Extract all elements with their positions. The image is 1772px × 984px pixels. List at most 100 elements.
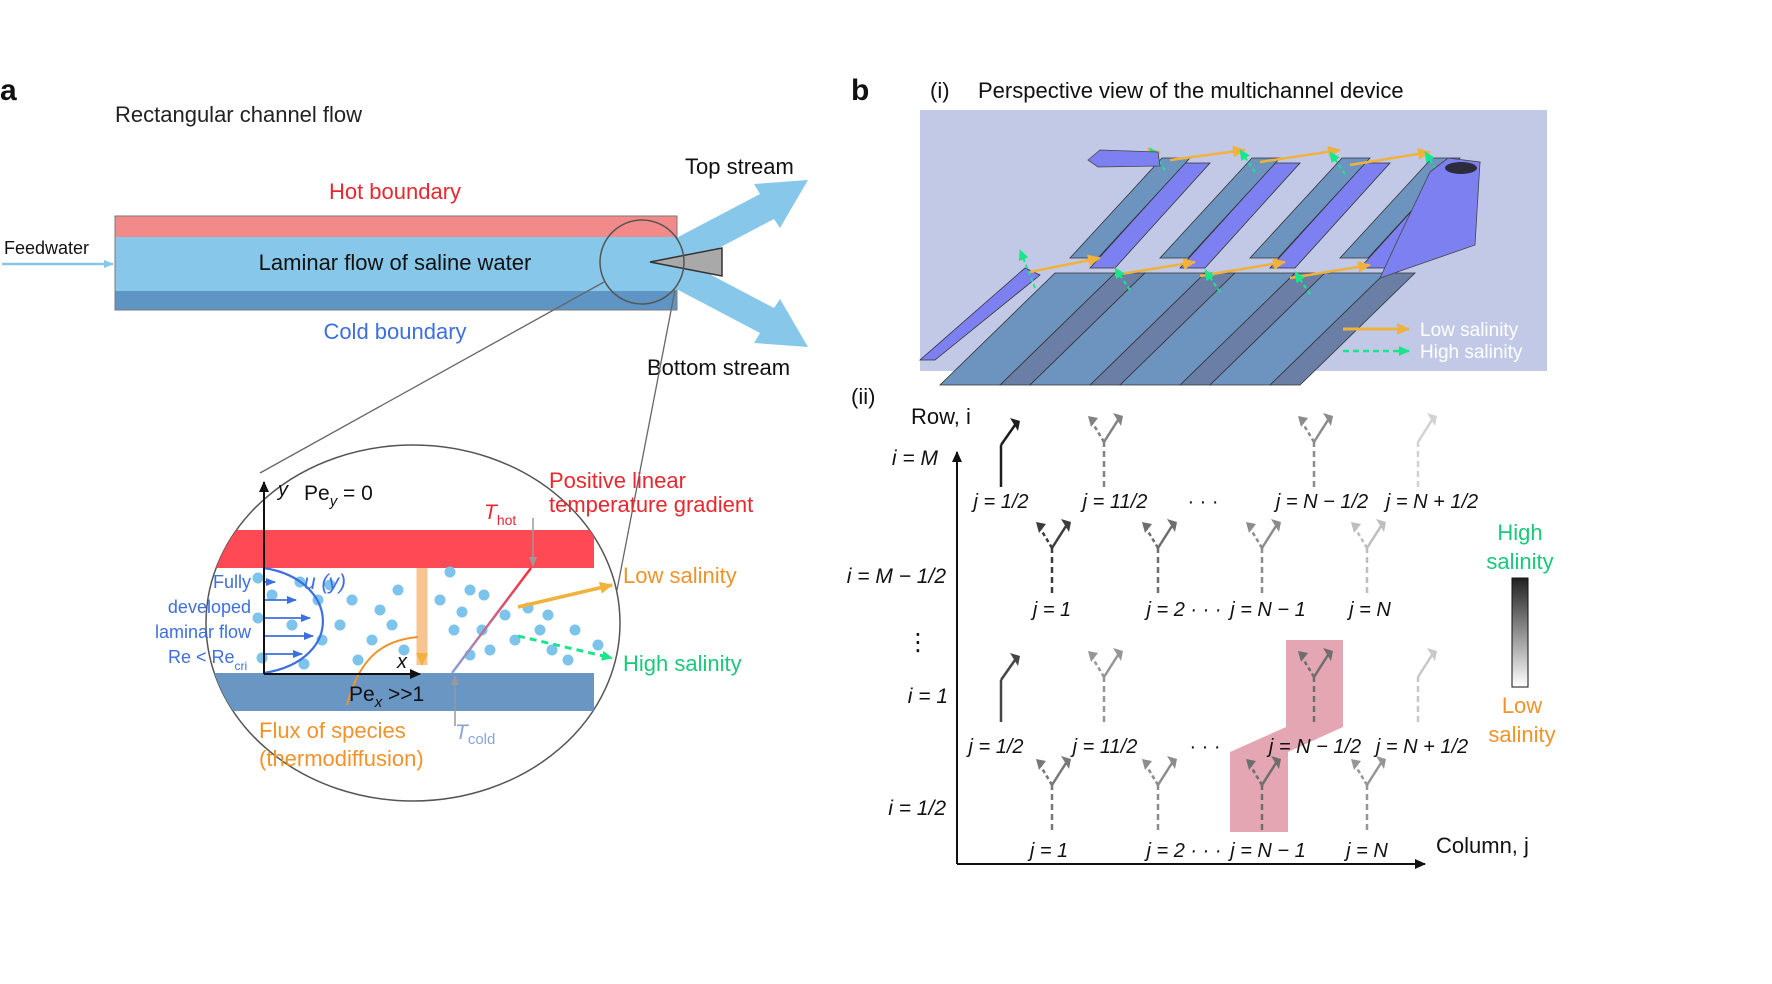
svg-text:· · ·: · · · xyxy=(1189,736,1220,758)
device-high-salinity-arrow xyxy=(1114,267,1131,291)
device-flow-arrow xyxy=(1349,148,1431,167)
flow-cell xyxy=(1351,519,1386,593)
svg-text:j = N: j = N xyxy=(1343,840,1388,862)
svg-text:j = 1/2: j = 1/2 xyxy=(965,736,1023,758)
cold-boundary-label: Cold boundary xyxy=(323,319,466,344)
flow-cell xyxy=(1246,519,1281,593)
zoom-hot-plate xyxy=(212,530,594,568)
zoom-region-circle xyxy=(599,219,685,305)
legend-high-label: High salinity xyxy=(1420,342,1523,363)
col-labels-row1: j = 1/2 j = 11/2 · · · j = N − 1/2 j = N… xyxy=(965,736,1468,758)
flow-cell xyxy=(1351,756,1386,830)
laminar-note-line1: Fully xyxy=(213,572,251,592)
device-high-salinity-arrow xyxy=(1204,269,1221,293)
zoom-line-right xyxy=(616,289,676,591)
pe-x-label: Pex >>1 xyxy=(349,683,424,711)
device-high-salinity-arrow xyxy=(1294,271,1311,295)
svg-text:j = 1: j = 1 xyxy=(1027,840,1068,862)
svg-text:j = 2 · · ·: j = 2 · · · xyxy=(1143,840,1221,862)
laminar-flow-label: Laminar flow of saline water xyxy=(259,250,532,275)
svg-text:j = N: j = N xyxy=(1346,599,1391,621)
panel-b-i-title: Perspective view of the multichannel dev… xyxy=(978,78,1404,103)
flow-cell xyxy=(1298,413,1333,487)
row-label-half: i = 1/2 xyxy=(888,797,946,820)
flux-label-line2: (thermodiffusion) xyxy=(259,746,424,771)
flow-cell xyxy=(1142,519,1177,593)
device-flow-arrow xyxy=(1169,145,1246,162)
col-labels-top: j = 1/2 j = 11/2 · · · j = N − 1/2 j = N… xyxy=(970,491,1478,513)
zoom-cold-plate xyxy=(212,673,594,711)
laminar-note-line3: laminar flow xyxy=(155,622,252,642)
svg-text:j = 1/2: j = 1/2 xyxy=(970,491,1028,513)
high-salinity-label: High salinity xyxy=(623,651,742,676)
device-channel-lower xyxy=(939,272,1146,386)
cold-boundary-strip xyxy=(115,291,677,310)
device-channel-upper xyxy=(1069,157,1211,269)
velocity-profile xyxy=(263,566,324,675)
device-flow-arrow xyxy=(1259,145,1341,164)
t-cold-label: Tcold xyxy=(455,721,495,748)
zoom-line-left xyxy=(259,281,605,474)
colorbar-low-line2: salinity xyxy=(1488,722,1555,747)
low-salinity-label: Low salinity xyxy=(623,563,737,588)
flow-cell xyxy=(1246,756,1281,830)
svg-text:j = 11/2: j = 11/2 xyxy=(1080,491,1148,513)
y-axis-label: y xyxy=(276,479,289,501)
bottom-stream-label: Bottom stream xyxy=(647,355,790,380)
svg-text:j = N − 1: j = N − 1 xyxy=(1227,599,1306,621)
zoom-detail: y x xyxy=(205,444,621,802)
pe-y-label: Pey = 0 xyxy=(304,482,373,510)
device-channel-upper xyxy=(1249,157,1391,269)
svg-text:j = 2 · · ·: j = 2 · · · xyxy=(1143,599,1221,621)
panel-b-ii-label: (ii) xyxy=(851,384,875,409)
flow-cell xyxy=(1036,756,1071,830)
panel-b-letter: b xyxy=(851,74,869,107)
temperature-gradient-line xyxy=(451,567,532,674)
svg-text:j = 1: j = 1 xyxy=(1030,599,1071,621)
flow-cell-edge xyxy=(999,653,1020,722)
row-axis-label: Row, i xyxy=(911,404,971,429)
salt-particles xyxy=(252,566,604,670)
x-axis-label: x xyxy=(396,651,408,673)
panel-b-i-label: (i) xyxy=(930,78,950,103)
t-hot-label: Thot xyxy=(484,501,516,528)
flow-cell-edge xyxy=(999,418,1020,487)
low-salinity-arrow xyxy=(517,581,613,609)
svg-text:· · ·: · · · xyxy=(1187,491,1218,513)
flow-cell xyxy=(1416,413,1437,487)
svg-text:j = N − 1: j = N − 1 xyxy=(1227,840,1306,862)
panel-a-letter: a xyxy=(0,74,17,107)
device-flow-arrow xyxy=(1029,254,1101,274)
high-salinity-arrow xyxy=(517,634,613,661)
device-channel-upper xyxy=(1159,157,1301,269)
gradient-label-line2: temperature gradient xyxy=(549,492,753,517)
svg-text:j = 11/2: j = 11/2 xyxy=(1070,736,1138,758)
flow-cell xyxy=(1298,648,1333,722)
flux-curve xyxy=(346,636,419,706)
laminar-note-line4: Re < Recri xyxy=(168,647,247,673)
device-perspective-view: Low salinity High salinity xyxy=(918,110,1547,386)
splitter-wedge xyxy=(649,247,723,277)
svg-text:j = N + 1/2: j = N + 1/2 xyxy=(1383,491,1478,513)
colorbar-low-line1: Low xyxy=(1502,693,1542,718)
col-labels-mid: j = 1 j = 2 · · · j = N − 1 j = N xyxy=(1030,599,1392,621)
legend-low-label: Low salinity xyxy=(1420,320,1519,341)
colorbar-high-line2: salinity xyxy=(1486,549,1553,574)
row-label-vdots: ⋮ xyxy=(906,629,930,656)
colorbar-high-line1: High xyxy=(1497,520,1542,545)
device-high-salinity-arrow xyxy=(1239,149,1256,173)
u-y-label: u (y) xyxy=(304,571,346,594)
panel-a-title: Rectangular channel flow xyxy=(115,102,362,127)
device-channel-lower xyxy=(1209,272,1416,386)
device-flow-arrow xyxy=(1114,258,1196,277)
row-label-m: i = M xyxy=(892,447,939,470)
device-channel-edge xyxy=(918,267,1041,361)
flow-cell xyxy=(1088,413,1123,487)
col-labels-bottom: j = 1 j = 2 · · · j = N − 1 j = N xyxy=(1027,840,1389,862)
salinity-colorbar xyxy=(1511,577,1529,688)
device-high-salinity-arrow xyxy=(1424,151,1441,176)
top-stream-arrow xyxy=(663,180,808,270)
row-label-1: i = 1 xyxy=(908,685,948,708)
flow-cell xyxy=(1142,756,1177,830)
svg-text:j = N − 1/2: j = N − 1/2 xyxy=(1266,736,1361,758)
